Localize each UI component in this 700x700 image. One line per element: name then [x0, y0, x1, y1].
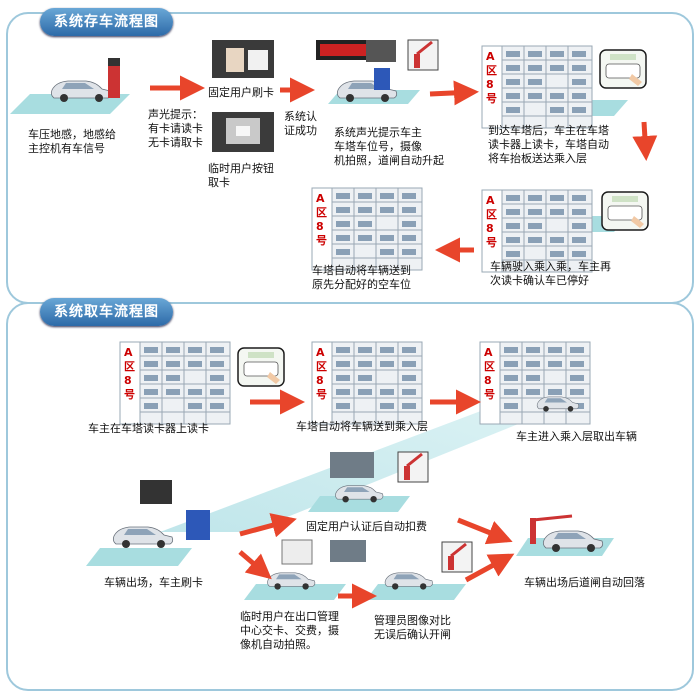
admin-barrier — [440, 540, 474, 574]
camera-feed — [366, 40, 396, 62]
tower-reader-retrieve — [237, 347, 285, 387]
hint-card-text: 有卡请读卡 — [148, 122, 203, 135]
tower-zone-label-5: A区8号 — [316, 346, 327, 401]
fixed-user-barrier — [396, 450, 430, 484]
tower-zone-label: A区8号 — [486, 50, 497, 105]
car-at-exit — [112, 526, 174, 549]
retrieve-section-title: 系统取车流程图 — [40, 298, 173, 326]
exit-card-photo — [140, 480, 172, 504]
retrieve-deliver-text: 车塔自动将车辆送到乘入层 — [296, 420, 428, 433]
admin-confirm-text: 管理员图像对比 无误后确认开闸 — [374, 614, 451, 641]
arrow-tower-down — [632, 121, 658, 161]
retrieve-read-text: 车主在车塔读卡器上读卡 — [88, 422, 209, 435]
arrow-fixed-to-exit — [457, 517, 513, 545]
arrow-gate-to-tower — [429, 80, 479, 106]
fixed-user-pad — [308, 496, 410, 512]
step-sensor-text: 车压地感，地感给 主控机有车信号 — [28, 128, 116, 155]
entry-prompt-text: 系统声光提示车主 车塔车位号，摄像 机拍照，道闸自动升起 — [334, 126, 444, 167]
entrance-terminal — [108, 58, 120, 98]
tower-zone-label-3: A区8号 — [316, 192, 327, 247]
arrow-exit-to-temp — [238, 550, 272, 580]
fixed-user-camera — [330, 452, 374, 478]
temp-fee-photo — [281, 539, 313, 565]
park-section-title: 系统存车流程图 — [40, 8, 173, 36]
tower-zone-label-4: A区8号 — [124, 346, 135, 401]
auto-store-text: 车塔自动将车辆送到 原先分配好的空车位 — [312, 264, 411, 291]
arrow-admin-to-exit — [464, 553, 515, 583]
tower-zone-label-2: A区8号 — [486, 194, 497, 249]
arrive-tower-text: 到达车塔后，车主在车塔 读卡器上读卡，车塔自动 将车抬板送达乘入层 — [488, 124, 609, 165]
temp-fee-text: 临时用户在出口管理 中心交卡、交费，摄 像机自动拍照。 — [240, 610, 339, 651]
exit-booth — [186, 510, 210, 540]
auth-success-text: 系统认 证成功 — [284, 110, 317, 137]
tower-zone-label-6: A区8号 — [484, 346, 495, 401]
entry-booth — [374, 68, 390, 90]
exit-gate-post — [530, 518, 536, 544]
hint-title-text: 声光提示： — [148, 108, 203, 121]
temp-fee-camera — [330, 540, 366, 562]
entry-barrier — [406, 38, 440, 72]
exit-card-text: 车辆出场，车主刷卡 — [104, 576, 203, 589]
hint-no-card-text: 无卡请取卡 — [148, 136, 203, 149]
drive-in-text: 车辆驶入乘入乘，车主再 次读卡确认车已停好 — [490, 260, 611, 287]
fixed-card-text: 固定用户刷卡 — [208, 86, 274, 99]
fixed-fee-text: 固定用户认证后自动扣费 — [306, 520, 427, 533]
admin-pad — [366, 584, 466, 600]
tower-reader-drive-in — [601, 191, 649, 231]
temp-card-text: 临时用户按钮 取卡 — [208, 162, 274, 189]
tower-reader-arrive — [599, 49, 647, 89]
exit-floor-pad — [86, 548, 192, 566]
arrow-exit-to-fixed — [239, 513, 297, 538]
gate-down-text: 车辆出场后道闸自动回落 — [524, 576, 645, 589]
exit-gate-arm — [532, 514, 573, 522]
retrieve-pickup-text: 车主进入乘入层取出车辆 — [516, 430, 637, 443]
temp-user-pad — [244, 584, 346, 600]
